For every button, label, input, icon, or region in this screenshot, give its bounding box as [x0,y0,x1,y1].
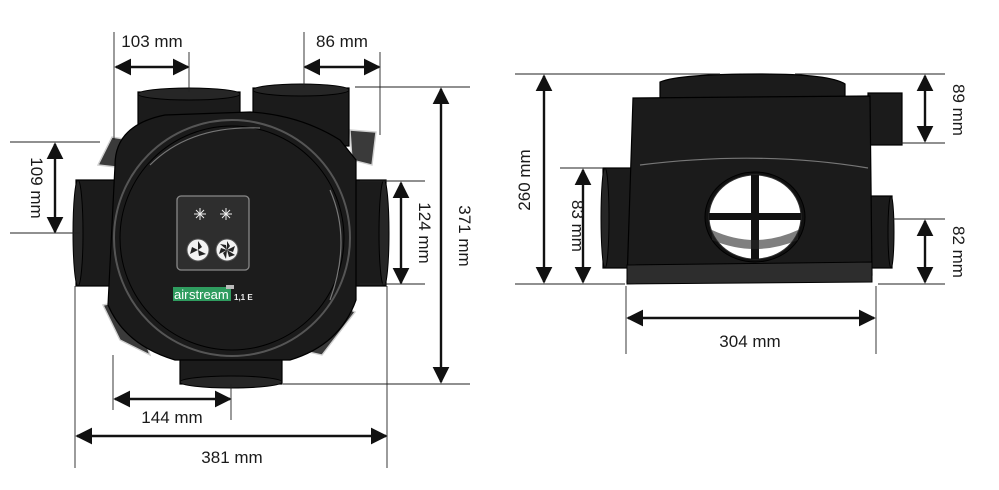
side-dim-label-total-width: 304 mm [719,332,780,351]
side-dim-label-total-height: 260 mm [515,149,534,210]
dim-label-right-spigot: 124 mm [415,202,434,263]
front-extension-lines [10,32,470,468]
side-dim-label-top-right-spigot: 89 mm [949,84,968,136]
front-view: air stream 1,1 E [72,83,390,389]
brand-prefix: air [174,287,189,302]
mounting-tab-top-right [349,129,377,166]
led-indicator-right [220,208,232,220]
dim-label-top-left-spigot: 103 mm [121,32,182,51]
led-indicator-left [194,208,206,220]
dim-label-total-width: 381 mm [201,448,262,467]
control-panel [176,195,250,271]
brand-model: 1,1 E [234,293,253,302]
side-dim-label-left-spigot: 83 mm [568,200,587,252]
dim-label-left-spigot: 109 mm [27,157,46,218]
side-top-dome [659,73,846,101]
dim-label-bottom-offset: 144 mm [141,408,202,427]
side-extension-lines [515,73,945,354]
dim-label-top-right-spigot: 86 mm [316,32,368,51]
dim-label-total-height: 371 mm [455,205,474,266]
brand-label: air stream 1,1 E [173,285,253,302]
side-view [600,73,903,285]
brand-name: stream [189,287,229,302]
side-spigot-top-right [867,92,903,146]
side-dim-label-bottom-right-spigot: 82 mm [949,226,968,278]
